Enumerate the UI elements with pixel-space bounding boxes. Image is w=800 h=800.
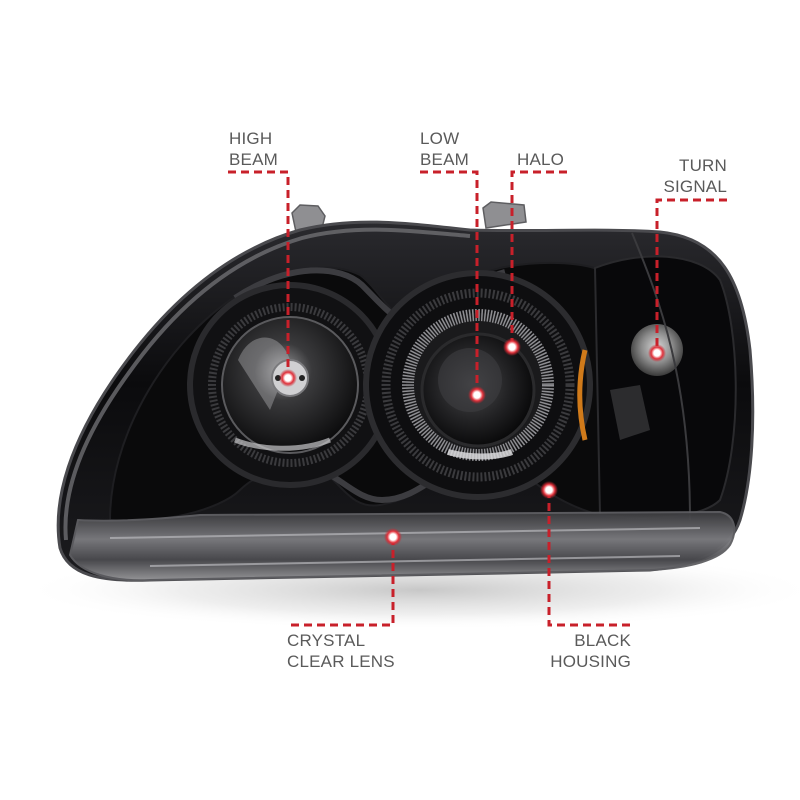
callout-leader-lines	[228, 170, 727, 627]
callout-label-turn-signal: TURN SIGNAL	[663, 155, 727, 197]
callout-label-line: HALO	[517, 150, 565, 169]
callout-label-line: LOW	[420, 129, 460, 148]
lens-edge-trim	[63, 227, 471, 541]
turn-signal-leader	[655, 198, 727, 353]
amber-side-reflector	[577, 349, 588, 441]
callout-label-line: CRYSTAL	[287, 631, 366, 650]
callout-label-line: SIGNAL	[663, 177, 727, 196]
callout-label-low-beam: LOW BEAM	[420, 128, 469, 170]
callout-label-crystal-clear-lens: CRYSTAL CLEAR LENS	[287, 630, 395, 672]
callout-label-line: BEAM	[229, 150, 278, 169]
mounting-tab-right	[482, 201, 527, 229]
callout-label-line: HOUSING	[550, 652, 631, 671]
callout-label-line: CLEAR LENS	[287, 652, 395, 671]
black-housing-leader	[547, 490, 631, 627]
callout-markers	[279, 338, 666, 546]
callout-label-black-housing: BLACK HOUSING	[550, 630, 631, 672]
corner-section	[577, 232, 737, 521]
low-beam-leader	[420, 170, 479, 395]
lower-clear-lens	[68, 510, 736, 582]
projector-assembly	[363, 270, 593, 500]
callout-label-line: TURN	[678, 156, 727, 175]
crystal-clear-lens-leader	[287, 537, 395, 627]
callout-label-high-beam: HIGH BEAM	[229, 128, 278, 170]
callout-label-halo: HALO	[517, 149, 564, 170]
callout-label-line: BLACK	[574, 631, 631, 650]
callout-label-line: BEAM	[420, 150, 469, 169]
halo-leader	[510, 170, 567, 347]
callout-label-line: HIGH	[229, 129, 273, 148]
halo-ring	[402, 309, 554, 461]
high-beam-leader	[228, 170, 290, 378]
